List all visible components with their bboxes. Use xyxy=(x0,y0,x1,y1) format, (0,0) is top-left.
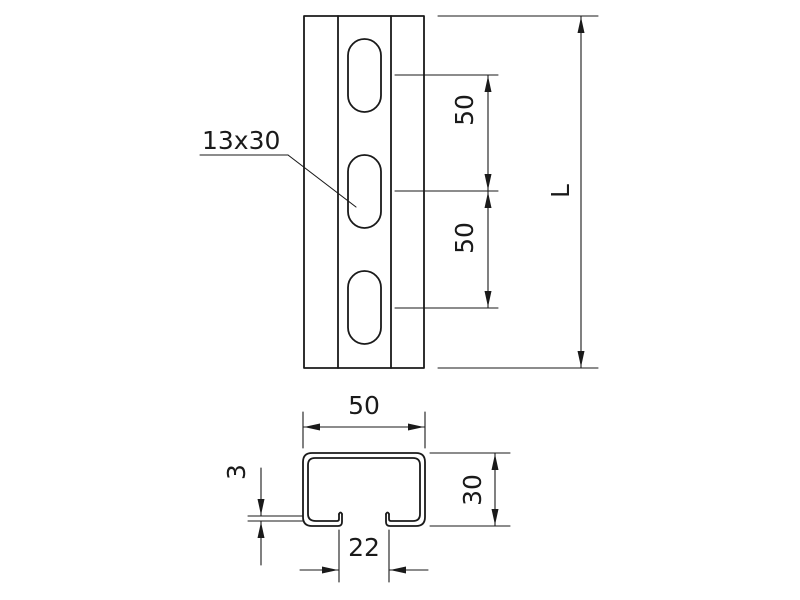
arrowhead xyxy=(484,76,492,92)
opening-label: 22 xyxy=(348,533,380,562)
arrowhead xyxy=(577,351,585,367)
arrowhead xyxy=(257,499,265,515)
pitch-lower-label: 50 xyxy=(450,222,479,254)
lip-right-end xyxy=(385,511,390,515)
slot-opening-dimension: 22 xyxy=(299,529,429,583)
rail-outline xyxy=(303,15,425,369)
profile-width-dimension: 50 xyxy=(302,391,426,449)
slot-top xyxy=(347,38,382,113)
profile-height-dimension: 30 xyxy=(429,452,511,527)
length-label: L xyxy=(546,184,575,198)
arrowhead xyxy=(304,423,320,431)
lip-left-end xyxy=(338,511,343,515)
arrowhead xyxy=(322,566,338,574)
callout-leader xyxy=(287,154,357,208)
pitch-upper-label: 50 xyxy=(450,94,479,126)
profile-outer-contour xyxy=(302,452,426,527)
profile-inner-contour xyxy=(307,457,421,522)
arrowhead xyxy=(408,423,424,431)
wall-thickness-dimension: 3 xyxy=(222,464,304,566)
height-label: 30 xyxy=(458,474,487,506)
rail-front-view xyxy=(303,15,425,369)
length-dimension: L xyxy=(437,15,599,369)
thickness-label: 3 xyxy=(222,464,251,480)
profile-cross-section xyxy=(302,452,426,527)
arrowhead xyxy=(484,174,492,190)
slot-bottom xyxy=(347,270,382,345)
width-label: 50 xyxy=(348,391,380,420)
arrowhead xyxy=(577,17,585,33)
arrowhead xyxy=(484,291,492,307)
arrowhead xyxy=(491,454,499,470)
slot-pitch-dimensions: 50 50 xyxy=(394,74,499,309)
slot-size-label: 13x30 xyxy=(202,126,280,155)
arrowhead xyxy=(491,509,499,525)
arrowhead xyxy=(257,522,265,538)
slot-middle xyxy=(347,154,382,229)
slot-size-callout: 13x30 xyxy=(199,126,357,208)
arrowhead xyxy=(484,192,492,208)
arrowhead xyxy=(390,566,406,574)
